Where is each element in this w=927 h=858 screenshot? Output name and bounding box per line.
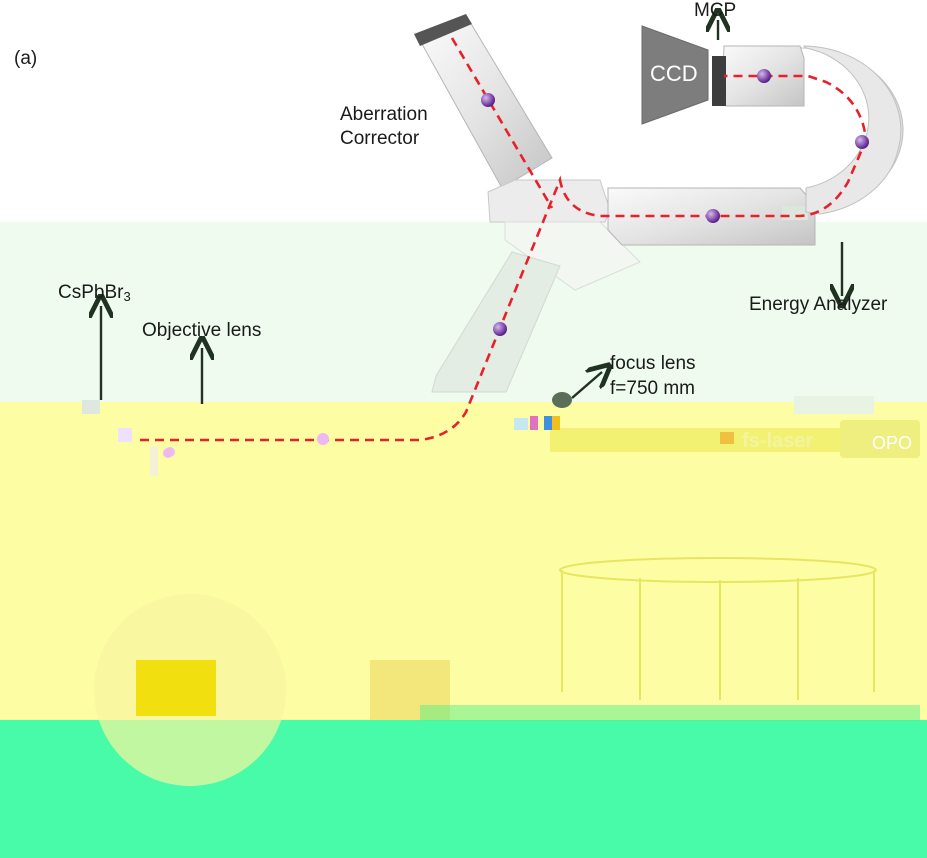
panel-label: (a)	[14, 48, 38, 69]
corrector-mirror-plate	[414, 14, 472, 46]
objective-lens-label: Objective lens	[142, 320, 262, 341]
junction-block-lower	[504, 221, 641, 291]
mcp-label: MCP	[694, 0, 737, 21]
focus-lens-label-line1: focus lens	[610, 353, 696, 374]
focus-lens-label-line2: f=750 mm	[610, 378, 696, 399]
aberration-corrector-label-line1: Aberration	[340, 104, 428, 125]
electron-marker	[163, 448, 173, 458]
electron-marker	[706, 209, 720, 223]
sample-label: CsPbBr3	[58, 282, 131, 308]
objective-column	[431, 251, 561, 393]
electron-marker	[481, 93, 495, 107]
energy-analyzer-label: Energy Analyzer	[749, 294, 888, 315]
ccd-camera	[641, 25, 709, 125]
ccd-label: CCD	[650, 61, 698, 86]
electron-beam-path	[140, 74, 868, 442]
energy-analyzer-body	[802, 45, 902, 215]
aberration-corrector-label-line2: Corrector	[340, 128, 420, 149]
electron-marker	[757, 69, 771, 83]
focus-lens-element	[552, 392, 572, 408]
fs-laser-label: fs-laser	[742, 430, 814, 452]
corrector-beam-path	[450, 37, 554, 209]
optical-table	[94, 396, 920, 786]
mcp-plate	[712, 56, 726, 106]
sample-holder	[136, 660, 216, 716]
sample-label-main: CsPbBr	[58, 282, 124, 303]
slit-element	[782, 206, 808, 220]
sample-label-subscript: 3	[123, 289, 131, 304]
electron-marker	[855, 135, 869, 149]
electron-marker	[317, 433, 329, 445]
opo-label: OPO	[872, 433, 913, 453]
focus-lens-arrow	[571, 372, 602, 399]
laser-line-optics	[82, 392, 734, 476]
electron-marker	[493, 322, 507, 336]
